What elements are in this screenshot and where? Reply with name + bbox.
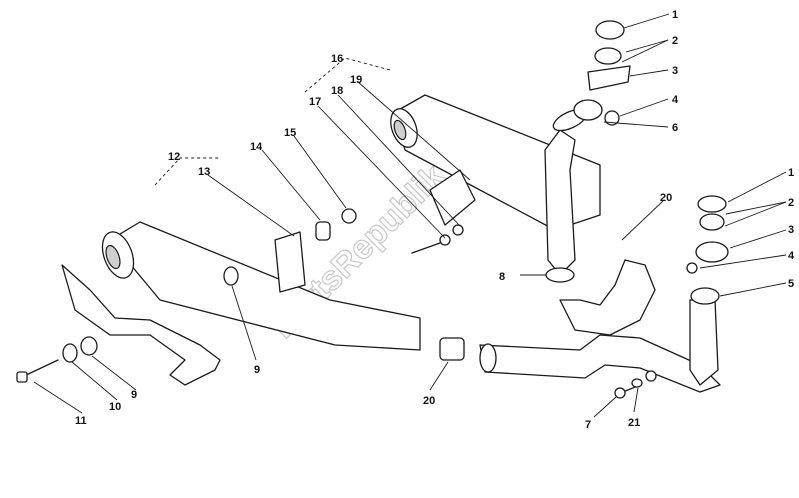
- callout-13: 13: [198, 166, 210, 178]
- callout-labels: 1 2 3 4 6 16 19 18 17 12 13 14 15 20 8 1…: [75, 9, 795, 431]
- callout-2-lower: 2: [788, 197, 794, 209]
- group-bracket-16: [304, 57, 391, 93]
- callout-10: 10: [109, 401, 121, 413]
- callout-5: 5: [788, 278, 794, 290]
- callout-6: 6: [672, 122, 678, 134]
- group-bracket-12: [154, 157, 220, 186]
- callout-8: 8: [499, 271, 505, 283]
- pipe-clamp: [545, 267, 575, 283]
- callout-4-lower: 4: [788, 250, 795, 262]
- callout-19: 19: [350, 74, 362, 86]
- callout-14: 14: [250, 141, 263, 153]
- lower-flange-group: [686, 195, 729, 305]
- callout-3-upper: 3: [672, 65, 678, 77]
- callout-9-left: 9: [131, 389, 137, 401]
- callout-2-upper: 2: [672, 35, 678, 47]
- callout-9-center: 9: [254, 364, 260, 376]
- callout-1-upper: 1: [672, 9, 678, 21]
- callout-12: 12: [168, 151, 180, 163]
- lower-left-fasteners: [16, 336, 98, 383]
- callout-1-lower: 1: [788, 167, 794, 179]
- upper-flange-group: [573, 20, 631, 126]
- mounting-hardware: [223, 208, 464, 286]
- callout-15: 15: [284, 127, 296, 139]
- callout-21: 21: [628, 417, 640, 429]
- footpeg-bracket: [61, 264, 221, 386]
- leader-lines: [33, 13, 787, 418]
- small-bolts: [614, 370, 657, 399]
- callout-17: 17: [309, 96, 321, 108]
- lower-silencer: [101, 221, 421, 351]
- callout-11: 11: [75, 415, 87, 427]
- callout-16: 16: [331, 53, 343, 65]
- exhaust-header-pipe: [479, 108, 721, 393]
- callout-18: 18: [331, 85, 343, 97]
- callout-7: 7: [585, 419, 591, 431]
- callout-20-lower: 20: [423, 395, 435, 407]
- connector-sleeve-lower: [439, 337, 465, 361]
- callout-4-upper: 4: [672, 94, 679, 106]
- callout-3-lower: 3: [788, 224, 794, 236]
- callout-20-upper: 20: [660, 192, 672, 204]
